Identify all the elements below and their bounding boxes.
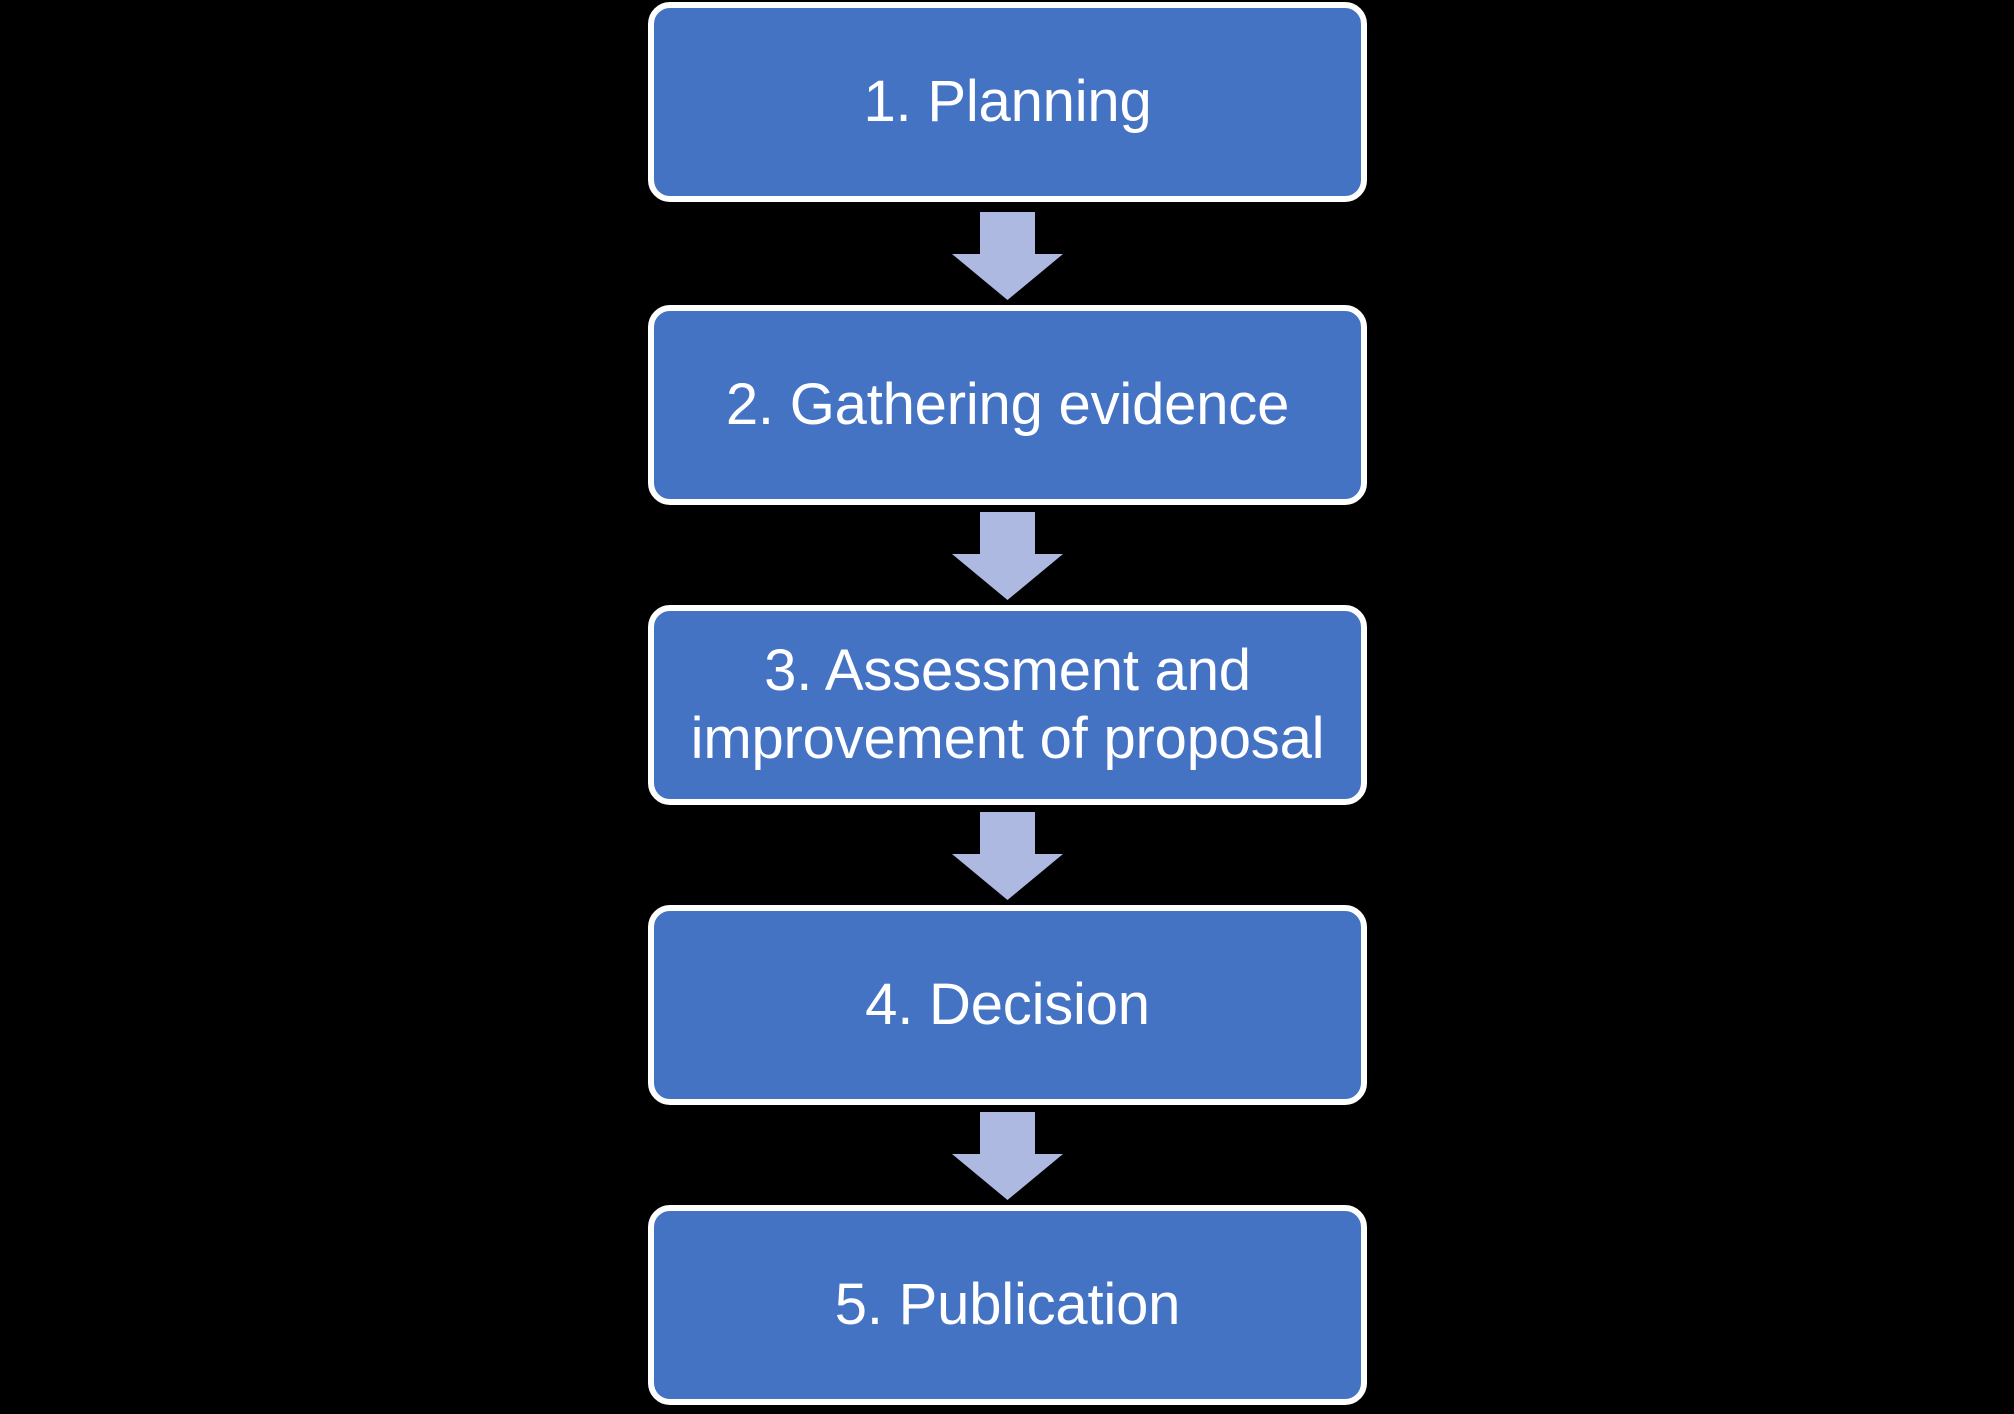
arrow-down-icon <box>952 1112 1063 1200</box>
flowchart-node-label: 3. Assessment and improvement of proposa… <box>690 638 1325 771</box>
flowchart-node-decision[interactable]: 4. Decision <box>648 905 1367 1105</box>
flowchart-node-label: 1. Planning <box>863 69 1152 135</box>
arrow-down-icon <box>952 212 1063 300</box>
arrow-down-icon <box>952 512 1063 600</box>
flowchart-node-label: 2. Gathering evidence <box>725 372 1290 438</box>
flowchart-node-planning[interactable]: 1. Planning <box>648 2 1367 202</box>
arrow-down-icon <box>952 812 1063 900</box>
flowchart-node-gathering-evidence[interactable]: 2. Gathering evidence <box>648 305 1367 505</box>
flowchart-node-publication[interactable]: 5. Publication <box>648 1205 1367 1405</box>
flowchart-node-label: 4. Decision <box>865 972 1150 1038</box>
flowchart-node-assessment-improvement[interactable]: 3. Assessment and improvement of proposa… <box>648 605 1367 805</box>
flowchart-node-label: 5. Publication <box>834 1272 1181 1338</box>
